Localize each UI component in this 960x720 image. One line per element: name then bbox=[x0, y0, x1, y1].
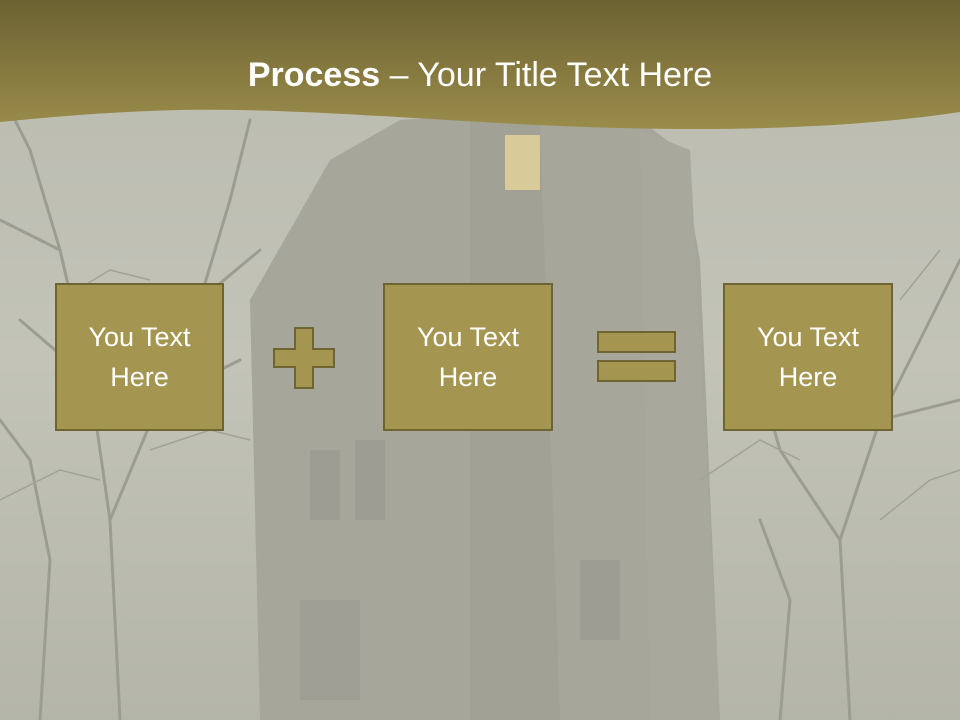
title-regular-part: – Your Title Text Here bbox=[380, 56, 713, 94]
process-box-1-line-2: Here bbox=[110, 362, 169, 392]
process-box-3-line-2: Here bbox=[778, 362, 838, 392]
process-box-2[interactable]: You Text Here bbox=[383, 283, 553, 431]
process-box-3-line-1: You Text bbox=[756, 322, 860, 352]
plus-icon bbox=[273, 327, 335, 389]
equals-icon bbox=[597, 331, 676, 382]
process-box-1-line-1: You Text bbox=[88, 322, 191, 352]
process-box-1-text: You Text Here bbox=[88, 317, 190, 397]
title-bold-part: Process bbox=[247, 56, 381, 94]
process-box-3-text: You Text Here bbox=[757, 317, 859, 397]
slide-title: Process – Your Title Text Here bbox=[0, 54, 960, 96]
process-box-2-text: You Text Here bbox=[417, 317, 519, 397]
process-box-2-line-2: Here bbox=[438, 362, 498, 392]
title-banner bbox=[0, 0, 960, 130]
process-box-1[interactable]: You Text Here bbox=[55, 283, 224, 431]
process-box-3[interactable]: You Text Here bbox=[723, 283, 893, 431]
process-box-2-line-1: You Text bbox=[416, 322, 520, 352]
